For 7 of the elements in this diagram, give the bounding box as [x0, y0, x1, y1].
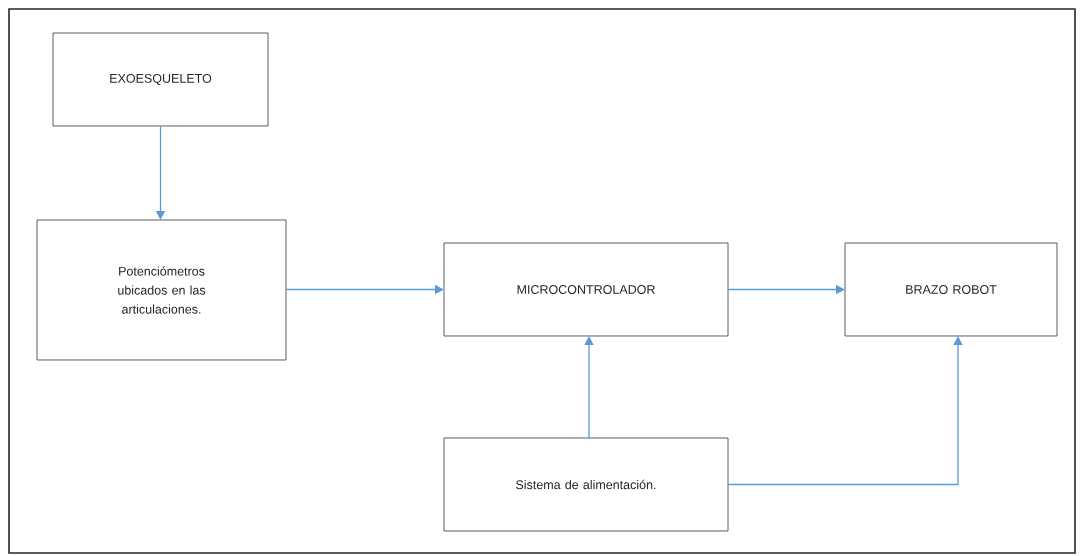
process-box: Potenciómetros ubicados en las articulaciones.: [36, 219, 287, 361]
process-box: MICROCONTROLADOR: [443, 242, 729, 337]
process-box: Sistema de alimentación.: [443, 437, 729, 532]
arrow: [584, 336, 594, 439]
process-box: BRAZO ROBOT: [844, 242, 1058, 337]
arrow: [727, 336, 963, 486]
process-box: EXOESQUELETO: [52, 32, 269, 127]
